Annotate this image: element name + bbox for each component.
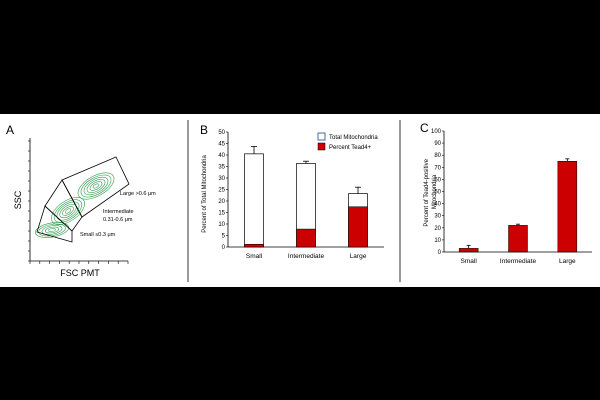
gate-large (61, 156, 130, 218)
chart-b-ylabel: Percent of Total Mitochondria (202, 155, 208, 233)
y-tick-label: 15 (218, 211, 225, 217)
y-tick-label: 50 (434, 190, 441, 196)
y-tick-label: 0 (222, 245, 226, 251)
y-tick-label: 10 (218, 222, 225, 228)
contour-ring (80, 174, 112, 198)
y-tick-label: 40 (218, 153, 225, 159)
chart-c-ylabel-line1: Percent of Tead4-positive (424, 158, 430, 226)
y-tick-label: 100 (431, 129, 442, 135)
y-tick-label: 20 (434, 226, 441, 232)
panel-b-letter: B (200, 123, 208, 137)
bar-tead4 (244, 243, 264, 248)
x-tick-label: Intermediate (288, 253, 325, 260)
y-tick-label: 30 (218, 176, 225, 182)
bar-tead4 (348, 206, 368, 248)
y-tick-label: 45 (218, 142, 225, 148)
x-tick-label: Small (246, 253, 263, 260)
contour-ring (77, 172, 115, 200)
figure-panel: A SSC FSC PMT Large >0.6 μm Intermediate… (0, 114, 600, 287)
bar-tead4 (296, 228, 316, 248)
bar-total (244, 153, 264, 248)
y-tick-label: 0 (438, 250, 442, 256)
panel-b: B Percent of Total Mitochondria 0 5 10 15 20… (200, 123, 384, 260)
panel-a-letter: A (6, 123, 14, 137)
flow-plot-axes (28, 138, 129, 264)
contour-ring (51, 197, 85, 225)
error-bar (303, 160, 309, 164)
bar (557, 161, 578, 253)
contour-ring (38, 223, 66, 237)
contour-ring (64, 208, 72, 214)
y-tick-label: 5 (222, 234, 226, 240)
bar (458, 248, 479, 253)
y-tick-label: 60 (434, 177, 441, 183)
chart-c-ylabel-line2: Mitochondria (432, 174, 438, 209)
figure-svg: A SSC FSC PMT Large >0.6 μm Intermediate… (6, 120, 592, 282)
x-tick-label: Small (461, 258, 478, 265)
y-tick-label: 30 (434, 214, 441, 220)
y-tick-label: 80 (434, 153, 441, 159)
legend-label-total: Total Mitochondria (329, 135, 378, 141)
contour-ring (44, 226, 60, 234)
contour-ring (56, 201, 80, 221)
chart-b-legend: Total Mitochondria Percent Tead4+ (317, 132, 378, 151)
error-bar (355, 186, 361, 194)
panel-c-letter: C (420, 121, 429, 135)
panel-a: A SSC FSC PMT Large >0.6 μm Intermediate… (6, 123, 156, 278)
contour-ring (89, 181, 103, 191)
contour-ring (48, 228, 56, 232)
error-bar (516, 223, 520, 226)
y-tick-label: 10 (434, 238, 441, 244)
error-bar (565, 158, 570, 162)
chart-c-ylabel: Percent of Tead4-positive Mitochondria (424, 157, 438, 226)
contour-density (34, 172, 115, 238)
y-tick-label: 90 (434, 141, 441, 147)
contour-ring (83, 176, 109, 196)
gate-intermediate-label: Intermediate (103, 209, 134, 215)
y-tick-label: 25 (218, 188, 225, 194)
y-tick-label: 70 (434, 165, 441, 171)
contour-ring (41, 225, 63, 235)
panel-a-ylabel: SSC (13, 190, 23, 209)
bar (508, 225, 528, 253)
gate-small-label: Small ≤0.3 μm (80, 232, 116, 238)
contour-ring (62, 206, 74, 216)
legend-swatch-total (317, 132, 326, 141)
y-tick-label: 35 (218, 165, 225, 171)
legend-label-tead: Percent Tead4+ (329, 145, 372, 151)
y-tick-label: 50 (218, 130, 225, 136)
error-bar (251, 146, 257, 154)
contour-ring (92, 183, 100, 189)
y-tick-label: 40 (434, 202, 441, 208)
x-tick-label: Large (559, 258, 576, 265)
gate-intermediate-range: 0.31-0.6 μm (103, 217, 133, 223)
legend-swatch-tead (317, 142, 326, 151)
x-tick-label: Large (350, 253, 367, 260)
y-tick-label: 20 (218, 199, 225, 205)
error-bar (466, 244, 471, 249)
gate-polygons (36, 156, 130, 243)
gate-large-label: Large >0.6 μm (120, 191, 156, 197)
contour-ring (53, 199, 83, 223)
panel-a-xlabel: FSC PMT (60, 268, 100, 278)
contour-ring (86, 179, 106, 193)
gate-small (36, 205, 73, 243)
panel-c: C Percent of Tead4-positive Mitochondria… (420, 121, 592, 265)
x-tick-label: Intermediate (500, 258, 537, 265)
